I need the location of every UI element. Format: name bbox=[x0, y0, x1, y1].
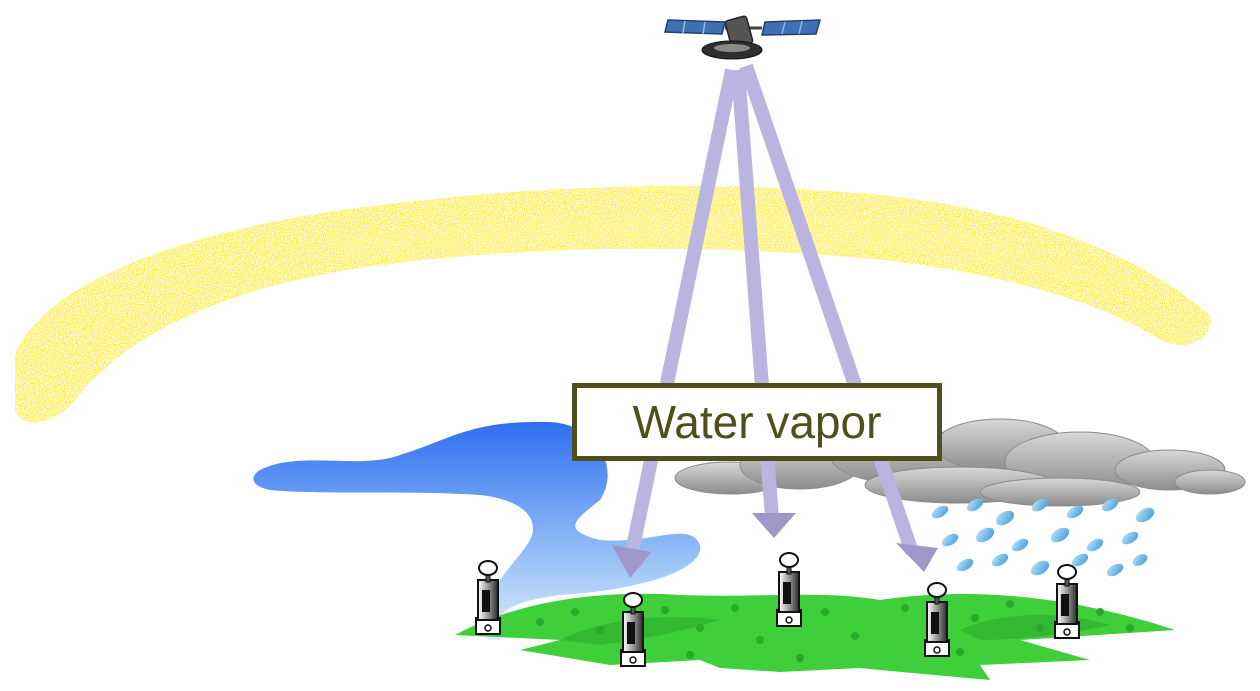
rain-cloud-icon bbox=[674, 418, 1246, 577]
gps-receiver-icon bbox=[924, 582, 950, 657]
arrowhead-right bbox=[896, 543, 938, 572]
water-vapor-layer bbox=[15, 185, 1211, 423]
gps-receiver-icon bbox=[620, 592, 646, 667]
satellite-icon bbox=[664, 15, 822, 60]
water-body bbox=[253, 421, 701, 640]
signal-path-right bbox=[739, 63, 919, 555]
water-vapor-label-box: Water vapor bbox=[572, 383, 942, 461]
arrowhead-center bbox=[752, 513, 796, 538]
arrowhead-left bbox=[612, 545, 652, 578]
water-vapor-label: Water vapor bbox=[632, 396, 882, 448]
gps-receiver-icon bbox=[776, 552, 802, 627]
gps-receiver-icon bbox=[475, 560, 501, 635]
signal-paths bbox=[612, 63, 938, 578]
signal-path-left bbox=[625, 68, 739, 554]
gps-receiver-icon bbox=[1054, 564, 1080, 639]
